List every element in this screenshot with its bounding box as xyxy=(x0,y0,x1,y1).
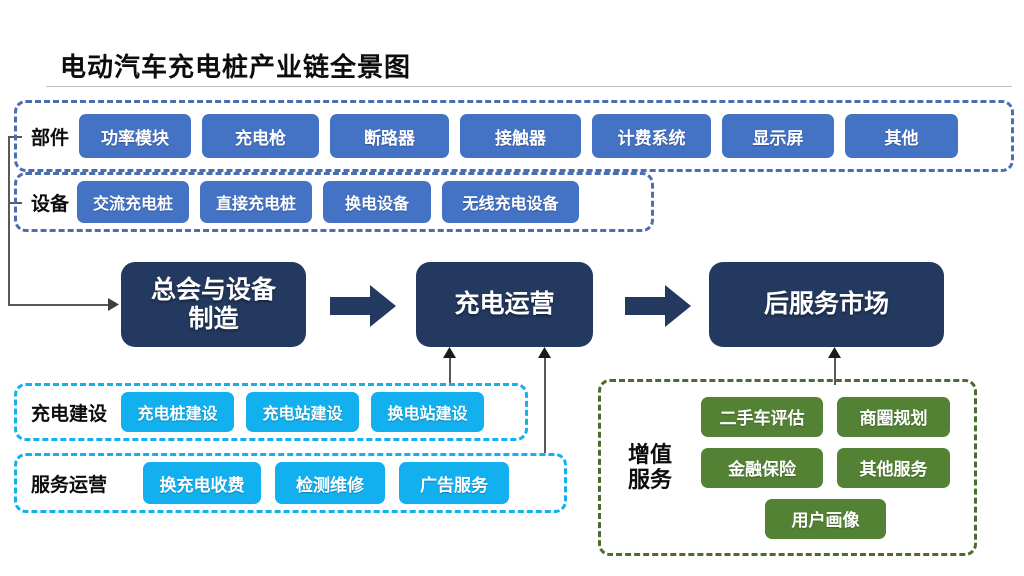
pill-value-added-4[interactable]: 其他服务 xyxy=(837,447,950,488)
stage-box-aftermarket[interactable]: 后服务市场 xyxy=(709,262,944,347)
group-value-added: 增值 服务 二手车评估 商圈规划 金融保险 其他服务 用户画像 xyxy=(598,379,977,556)
arrow-manufacturing-to-operation xyxy=(330,285,396,327)
pill-construction-3[interactable]: 换电站建设 xyxy=(371,392,485,432)
group-components-items: 功率模块 充电枪 断路器 接触器 计费系统 显示屏 其他 xyxy=(79,114,959,158)
title-divider xyxy=(46,86,1012,87)
connector-arrowhead-manufacturing xyxy=(108,298,120,311)
group-value-added-items: 二手车评估 商圈规划 金融保险 其他服务 用户画像 xyxy=(701,396,950,539)
value-added-row-2: 金融保险 其他服务 xyxy=(701,447,950,488)
group-equipment-label: 设备 xyxy=(31,193,70,215)
stage-box-manufacturing[interactable]: 总会与设备 制造 xyxy=(121,262,306,347)
group-equipment-items: 交流充电桩 直接充电桩 换电设备 无线充电设备 xyxy=(77,181,580,223)
group-charging-construction-items: 充电桩建设 充电站建设 换电站建设 xyxy=(121,392,485,432)
stage-box-operation-label: 充电运营 xyxy=(454,290,555,319)
group-value-added-label: 增值 服务 xyxy=(627,441,672,492)
pill-component-6[interactable]: 显示屏 xyxy=(722,114,835,158)
pill-equipment-4[interactable]: 无线充电设备 xyxy=(442,181,580,223)
pill-component-7[interactable]: 其他 xyxy=(845,114,959,158)
pill-construction-2[interactable]: 充电站建设 xyxy=(246,392,360,432)
value-added-row-3: 用户画像 xyxy=(701,498,950,539)
pill-equipment-3[interactable]: 换电设备 xyxy=(323,181,432,223)
pill-service-1[interactable]: 换充电收费 xyxy=(143,462,262,504)
stage-box-manufacturing-label: 总会与设备 制造 xyxy=(150,275,276,333)
stage-box-aftermarket-label: 后服务市场 xyxy=(763,290,889,319)
group-service-operation-label: 服务运营 xyxy=(31,474,108,496)
connector-valueadded-to-aftermarket xyxy=(834,355,836,385)
group-charging-construction-label: 充电建设 xyxy=(31,403,108,425)
connector-upstream-spine xyxy=(8,136,10,306)
arrow-operation-to-aftermarket xyxy=(625,285,691,327)
group-charging-construction: 充电建设 充电桩建设 充电站建设 换电站建设 xyxy=(14,383,528,441)
pill-component-1[interactable]: 功率模块 xyxy=(79,114,192,158)
stage-box-operation[interactable]: 充电运营 xyxy=(416,262,593,347)
group-equipment: 设备 交流充电桩 直接充电桩 换电设备 无线充电设备 xyxy=(14,172,654,232)
value-added-row-1: 二手车评估 商圈规划 xyxy=(701,396,950,437)
pill-service-3[interactable]: 广告服务 xyxy=(399,462,510,504)
pill-component-4[interactable]: 接触器 xyxy=(460,114,582,158)
pill-value-added-1[interactable]: 二手车评估 xyxy=(701,396,823,437)
pill-component-5[interactable]: 计费系统 xyxy=(592,114,712,158)
pill-service-2[interactable]: 检测维修 xyxy=(275,462,386,504)
pill-value-added-2[interactable]: 商圈规划 xyxy=(837,396,950,437)
pill-equipment-2[interactable]: 直接充电桩 xyxy=(200,181,313,223)
connector-upstream-to-manufacturing xyxy=(8,304,116,306)
pill-construction-1[interactable]: 充电桩建设 xyxy=(121,392,235,432)
group-service-operation: 服务运营 换充电收费 检测维修 广告服务 xyxy=(14,453,567,513)
pill-equipment-1[interactable]: 交流充电桩 xyxy=(77,181,190,223)
group-service-operation-items: 换充电收费 检测维修 广告服务 xyxy=(143,462,510,504)
connector-construction-to-operation xyxy=(449,355,451,383)
group-components-label: 部件 xyxy=(31,127,70,149)
connector-arrowhead-operation-left xyxy=(443,347,456,359)
group-components: 部件 功率模块 充电枪 断路器 接触器 计费系统 显示屏 其他 xyxy=(14,100,1014,172)
pill-value-added-3[interactable]: 金融保险 xyxy=(701,447,823,488)
page-title: 电动汽车充电桩产业链全景图 xyxy=(60,52,412,82)
pill-component-3[interactable]: 断路器 xyxy=(330,114,450,158)
connector-arrowhead-aftermarket xyxy=(828,347,841,359)
pill-component-2[interactable]: 充电枪 xyxy=(202,114,320,158)
pill-value-added-5[interactable]: 用户画像 xyxy=(765,498,886,539)
connector-arrowhead-operation-right xyxy=(538,347,551,359)
connector-service-to-operation xyxy=(544,355,546,453)
